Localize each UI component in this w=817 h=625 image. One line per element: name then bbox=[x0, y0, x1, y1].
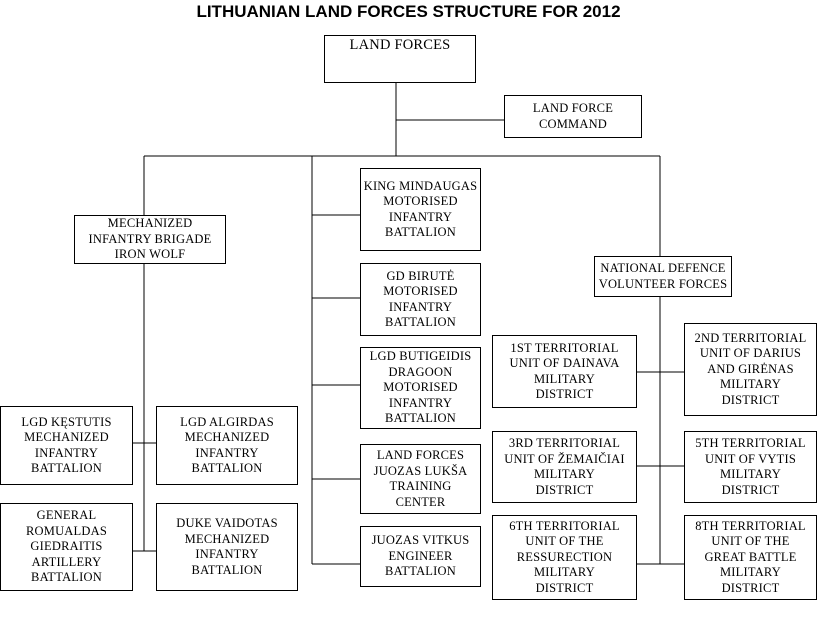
unit-label-line: MILITARY bbox=[533, 467, 595, 481]
unit-label-line: LAND FORCES bbox=[376, 448, 465, 462]
unit-label-line: CENTER bbox=[395, 494, 446, 509]
unit-label-line: INFANTRY bbox=[388, 299, 453, 314]
unit-label-line: INFANTRY bbox=[195, 547, 259, 561]
unit-label-line: DUKE VAIDOTAS bbox=[176, 516, 278, 530]
unit-label-line: MOTORISED bbox=[383, 284, 458, 298]
unit-label-line: JUOZAS VITKUS bbox=[371, 533, 470, 548]
unit-label-line: MECHANIZED bbox=[107, 216, 193, 231]
unit-label-line: BATTALION bbox=[31, 570, 102, 585]
unit-label-line: ARTILLERY bbox=[31, 554, 102, 569]
land-forces-box: LAND FORCES bbox=[324, 35, 476, 83]
unit-label-line: UNIT OF DARIUS bbox=[699, 346, 802, 361]
unit-label-line: INFANTRY bbox=[388, 395, 453, 410]
unit-label-line: KING MINDAUGAS bbox=[363, 178, 478, 193]
unit-label-line: INFANTRY bbox=[388, 209, 453, 224]
unit-label-line: MILITARY bbox=[533, 565, 595, 580]
unit-label-line: 2ND TERRITORIAL bbox=[694, 330, 807, 345]
unit-label-line: MOTORISED bbox=[383, 380, 458, 395]
unit-label-line: DISTRICT bbox=[535, 482, 594, 497]
unit-label-line: GREAT BATTLE bbox=[704, 549, 797, 564]
unit-label-line: MILITARY bbox=[533, 371, 595, 386]
unit-label-line: LGD ALGIRDAS bbox=[180, 414, 274, 429]
unit-label-line: DRAGOON bbox=[388, 364, 453, 379]
unit-label-line: INFANTRY bbox=[34, 445, 99, 460]
unit-label-line: DISTRICT bbox=[721, 392, 780, 407]
unit-label-line: LGD BUTIGEIDIS bbox=[369, 349, 472, 364]
unit-label-line: GENERAL bbox=[36, 508, 97, 523]
unit-label-line: RESSURECTION bbox=[516, 549, 613, 564]
unit-label-line: MECHANIZED bbox=[24, 430, 109, 444]
unit-label-line: GD BIRUTĖ bbox=[386, 268, 455, 283]
unit-label-line: INFANTRY bbox=[195, 445, 259, 460]
unit-label-line: VOLUNTEER FORCES bbox=[598, 276, 728, 291]
unit-label-line: BATTALION bbox=[191, 562, 263, 577]
unit-label-line: BATTALION bbox=[191, 461, 263, 475]
unit-label-line: ENGINEER bbox=[388, 548, 453, 563]
unit-label-line: UNIT OF VYTIS bbox=[704, 451, 797, 466]
unit-label-line: UNIT OF THE bbox=[525, 534, 604, 549]
unit-label-line: BATTALION bbox=[385, 564, 456, 579]
unit-label-line: 6TH TERRITORIAL bbox=[509, 518, 620, 533]
chart-title: LITHUANIAN LAND FORCES STRUCTURE FOR 201… bbox=[196, 2, 621, 21]
unit-label-line: ROMUALDAS bbox=[26, 523, 107, 538]
unit-label-line: BATTALION bbox=[385, 315, 456, 329]
unit-label-line: MILITARY bbox=[719, 467, 781, 481]
unit-label-line: NATIONAL DEFENCE bbox=[600, 261, 726, 275]
unit-label-line: DISTRICT bbox=[721, 580, 780, 595]
unit-label-line: MILITARY bbox=[719, 565, 781, 580]
unit-label-line: DISTRICT bbox=[535, 387, 594, 401]
unit-label-line: LGD KĘSTUTIS bbox=[21, 414, 112, 429]
unit-label-line: GIEDRAITIS bbox=[30, 539, 103, 554]
unit-label-line: MOTORISED bbox=[383, 194, 458, 208]
unit-label-line: BATTALION bbox=[385, 411, 456, 426]
unit-label-line: 1ST TERRITORIAL bbox=[510, 340, 619, 355]
unit-label-line: 3RD TERRITORIAL bbox=[508, 436, 621, 450]
unit-label-line: MILITARY bbox=[719, 377, 781, 392]
unit-label-line: IRON WOLF bbox=[114, 247, 186, 262]
unit-label-line: UNIT OF ŽEMAIČIAI bbox=[504, 451, 625, 466]
unit-label-line: UNIT OF THE bbox=[711, 534, 790, 549]
unit-label-line: DISTRICT bbox=[535, 580, 594, 595]
unit-label-line: TRAINING bbox=[389, 479, 452, 493]
unit-label-line: MECHANIZED bbox=[184, 430, 270, 444]
unit-label-line: UNIT OF DAINAVA bbox=[509, 356, 620, 370]
unit-label-line: INFANTRY BRIGADE bbox=[88, 231, 212, 246]
unit-label-line: AND GIRĖNAS bbox=[707, 361, 794, 376]
unit-label-line: JUOZAS LUKŠA bbox=[373, 463, 468, 478]
unit-label-line: MECHANIZED bbox=[184, 531, 270, 546]
unit-label-line: LAND FORCE bbox=[532, 101, 614, 115]
unit-label-line: BATTALION bbox=[31, 461, 102, 475]
unit-label-line: 8TH TERRITORIAL bbox=[695, 518, 806, 533]
unit-label-line: 5TH TERRITORIAL bbox=[695, 436, 806, 450]
unit-label-line: COMMAND bbox=[538, 116, 608, 131]
unit-label-line: DISTRICT bbox=[721, 482, 780, 497]
unit-label-line: LAND FORCES bbox=[349, 37, 451, 53]
unit-label-line: BATTALION bbox=[385, 225, 456, 239]
